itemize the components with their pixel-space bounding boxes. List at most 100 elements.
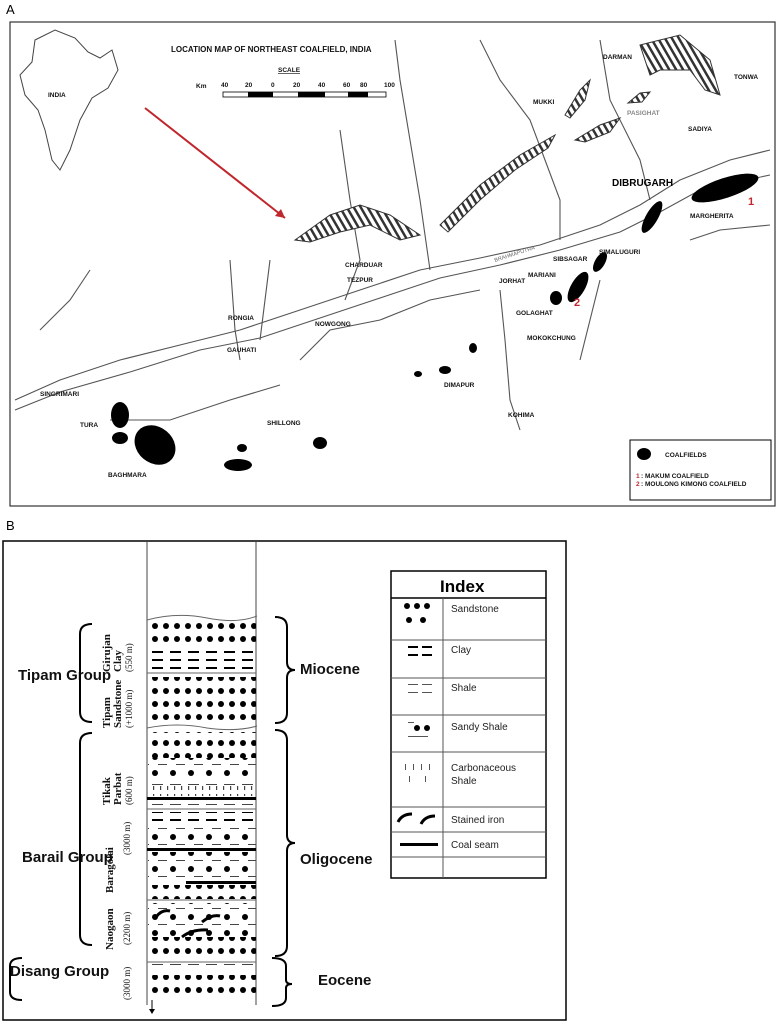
- place-label: CHARDUAR: [345, 262, 383, 269]
- index-legend: Index Sandstone Clay Shale Sandy Shale C…: [390, 570, 547, 879]
- place-label: PASIGHAT: [627, 110, 660, 117]
- formation-thickness: (3000 m): [122, 822, 132, 855]
- place-label: SADIYA: [688, 126, 712, 133]
- legend-item: : MAKUM COALFIELD: [641, 473, 709, 480]
- scale-tick: 40: [221, 82, 229, 89]
- epoch-label: Miocene: [300, 661, 360, 678]
- formation-name: Sandstone: [112, 680, 124, 728]
- legend-num: 1: [636, 473, 640, 480]
- legend-item: : MOULONG KIMONG COALFIELD: [641, 481, 747, 488]
- stained-iron-marks: [154, 909, 221, 939]
- scale-tick: 20: [293, 82, 301, 89]
- index-item: Stained iron: [451, 815, 504, 826]
- place-label: SHILLONG: [267, 420, 301, 427]
- hatched-belts: [293, 34, 721, 243]
- formation-name: Baragolai: [104, 847, 116, 893]
- place-label: MUKKI: [533, 99, 554, 106]
- place-label: BAGHMARA: [108, 472, 147, 479]
- marker-2: 2: [574, 297, 580, 309]
- sandy-shale-symbol: [408, 722, 430, 737]
- coal-seam: [147, 797, 256, 800]
- place-label: SIMALUGURI: [599, 249, 640, 256]
- scale-tick: 80: [360, 82, 368, 89]
- scale-bar: 40 20 0 20 40 60 80 100: [221, 82, 395, 98]
- india-label: INDIA: [48, 92, 66, 99]
- index-item: Carbonaceous: [451, 763, 516, 774]
- coal-seam: [186, 881, 256, 884]
- map-frame: [9, 21, 776, 507]
- place-label: JORHAT: [499, 278, 525, 285]
- stratigraphic-column: [146, 541, 258, 1014]
- index-item: Sandy Shale: [451, 722, 508, 733]
- sandstone-symbol: [404, 603, 430, 623]
- formation-thickness: (3000 m): [122, 967, 132, 1000]
- marker-1: 1: [748, 196, 754, 208]
- formation-thickness: (+1000 m): [124, 690, 134, 728]
- scale-title: SCALE: [278, 67, 301, 74]
- legend-title: COALFIELDS: [665, 452, 707, 459]
- place-label: GOLAGHAT: [516, 310, 553, 317]
- place-label: SINGRIMARI: [40, 391, 79, 398]
- formation-thickness: (550 m): [124, 643, 134, 672]
- clay-symbol: [408, 646, 432, 656]
- map-title: LOCATION MAP OF NORTHEAST COALFIELD, IND…: [171, 45, 372, 54]
- formation-name: Parbat: [112, 772, 124, 805]
- pointer-arrow: [144, 107, 286, 219]
- panel-b-label: B: [6, 518, 15, 533]
- index-title: Index: [440, 577, 485, 596]
- place-label: NOWGONG: [315, 321, 351, 328]
- place-label: DIBRUGARH: [612, 178, 673, 189]
- scale-unit: Km: [196, 83, 207, 90]
- carbonaceous-shale-symbol: [405, 764, 430, 782]
- coalfield-legend-icon: [637, 448, 651, 460]
- panel-a-label: A: [6, 2, 15, 17]
- legend-num: 2: [636, 481, 640, 488]
- place-label: MOKOKCHUNG: [527, 335, 576, 342]
- epoch-label: Eocene: [318, 972, 371, 989]
- place-label: DIMAPUR: [444, 382, 475, 389]
- scale-tick: 0: [271, 82, 275, 89]
- formation-name: Girujan: [101, 634, 113, 672]
- india-inset-map: [19, 29, 119, 171]
- epoch-labels: Miocene Oligocene Eocene: [300, 661, 373, 989]
- shale-symbol: [408, 684, 432, 693]
- index-item: Sandstone: [451, 604, 499, 615]
- place-label: MARIANI: [528, 272, 556, 279]
- scale-tick: 60: [343, 82, 351, 89]
- place-label: TURA: [80, 422, 98, 429]
- formation-name: Tikak: [101, 776, 113, 805]
- place-label: TEZPUR: [347, 277, 373, 284]
- epoch-label: Oligocene: [300, 851, 373, 868]
- formation-thickness: (2200 m): [122, 912, 132, 945]
- group-labels: Tipam Group Barail Group Disang Group: [10, 667, 113, 980]
- index-item: Coal seam: [451, 840, 499, 851]
- coalfield-shapes: [111, 173, 759, 471]
- stained-iron-symbol: [396, 812, 436, 825]
- group-label: Tipam Group: [18, 667, 111, 684]
- group-label: Disang Group: [10, 963, 109, 980]
- braces: [9, 616, 296, 1007]
- formation-labels: Girujan Clay (550 m) Tipam Sandstone (+1…: [101, 634, 134, 1000]
- coal-seam: [147, 848, 256, 851]
- formation-name: Clay: [112, 650, 124, 673]
- arrow-head-icon: [275, 209, 285, 218]
- formation-thickness: (600 m): [124, 776, 134, 805]
- scale-tick: 100: [384, 82, 395, 89]
- place-label: TONWA: [734, 74, 758, 81]
- scale-tick: 40: [318, 82, 326, 89]
- place-label: MARGHERITA: [690, 213, 734, 220]
- index-item: Shale: [451, 776, 477, 787]
- group-label: Barail Group: [22, 849, 113, 866]
- formation-name: Tipam: [101, 697, 113, 728]
- index-item: Clay: [451, 645, 471, 656]
- map-legend: COALFIELDS 1 : MAKUM COALFIELD 2 : MOULO…: [629, 439, 772, 501]
- index-item: Shale: [451, 683, 477, 694]
- formation-name: Naogaon: [104, 908, 116, 950]
- down-arrow-icon: [149, 1009, 155, 1014]
- scale-tick: 20: [245, 82, 253, 89]
- coal-seam-symbol: [400, 843, 438, 846]
- place-label: GAUHATI: [227, 347, 256, 354]
- place-label: KOHIMA: [508, 412, 535, 419]
- place-label: SIBSAGAR: [553, 256, 588, 263]
